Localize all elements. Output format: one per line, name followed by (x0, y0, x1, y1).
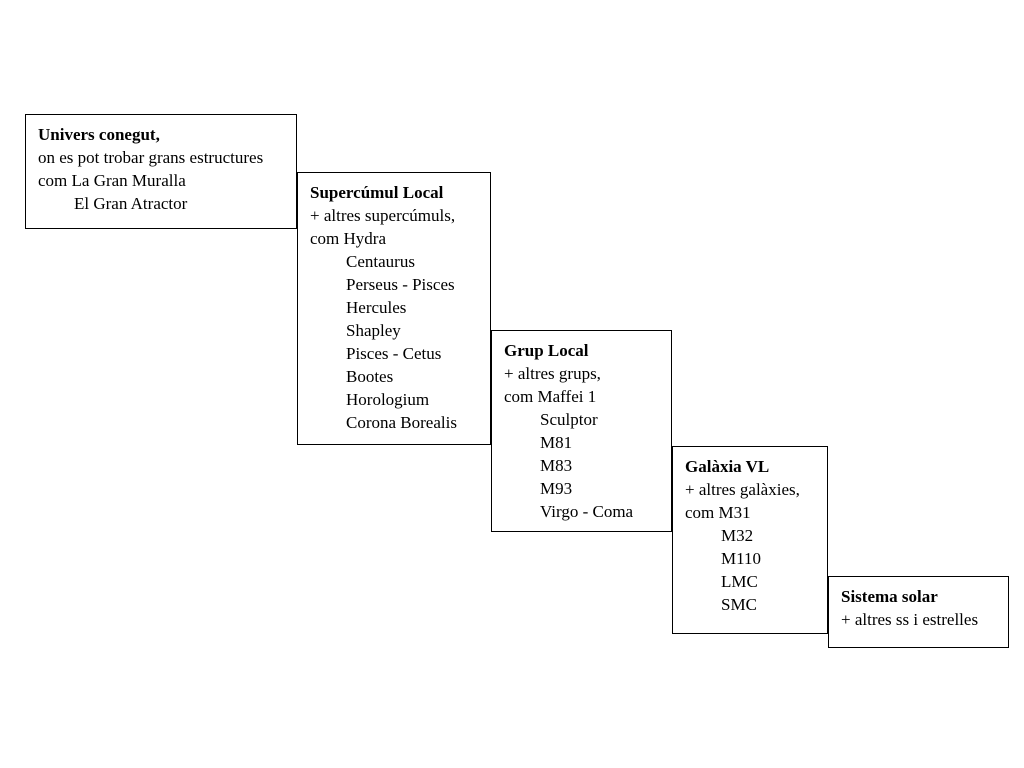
box-example: Pisces - Cetus (346, 344, 442, 363)
box-sistema-solar: Sistema solar + altres ss i estrelles (828, 576, 1009, 648)
box-line: + altres supercúmuls, (310, 206, 456, 225)
box-example: El Gran Atractor (74, 194, 188, 213)
box-line: + altres ss i estrelles (841, 610, 979, 629)
box-example: M81 (540, 433, 573, 452)
box-example: M83 (540, 456, 573, 475)
box-example: Hercules (346, 298, 407, 317)
box-supercumul-local: Supercúmul Local + altres supercúmuls, c… (297, 172, 491, 445)
box-example: LMC (721, 572, 758, 591)
box-example: M32 (721, 526, 754, 545)
box-example: Perseus - Pisces (346, 275, 455, 294)
box-example: Centaurus (346, 252, 415, 271)
box-line: + altres grups, (504, 364, 601, 383)
box-example: M93 (540, 479, 573, 498)
box-galaxia-vl: Galàxia VL + altres galàxies, com M31 M3… (672, 446, 828, 634)
box-example: Corona Borealis (346, 413, 457, 432)
box-line: + altres galàxies, (685, 480, 800, 499)
box-title: Grup Local (504, 341, 589, 360)
box-example: SMC (721, 595, 757, 614)
box-example: Virgo - Coma (540, 502, 634, 521)
box-example: Bootes (346, 367, 394, 386)
box-example: Sculptor (540, 410, 598, 429)
box-line: com La Gran Muralla (38, 171, 186, 190)
box-univers-conegut: Univers conegut, on es pot trobar grans … (25, 114, 297, 229)
box-title: Supercúmul Local (310, 183, 444, 202)
box-line: on es pot trobar grans estructures (38, 148, 264, 167)
box-example: Shapley (346, 321, 401, 340)
box-line: com Hydra (310, 229, 387, 248)
box-line: com M31 (685, 503, 751, 522)
box-grup-local: Grup Local + altres grups, com Maffei 1 … (491, 330, 672, 532)
box-example: M110 (721, 549, 761, 568)
box-line: com Maffei 1 (504, 387, 597, 406)
box-title: Galàxia VL (685, 457, 770, 476)
box-title: Univers conegut, (38, 125, 160, 144)
box-title: Sistema solar (841, 587, 938, 606)
box-example: Horologium (346, 390, 430, 409)
